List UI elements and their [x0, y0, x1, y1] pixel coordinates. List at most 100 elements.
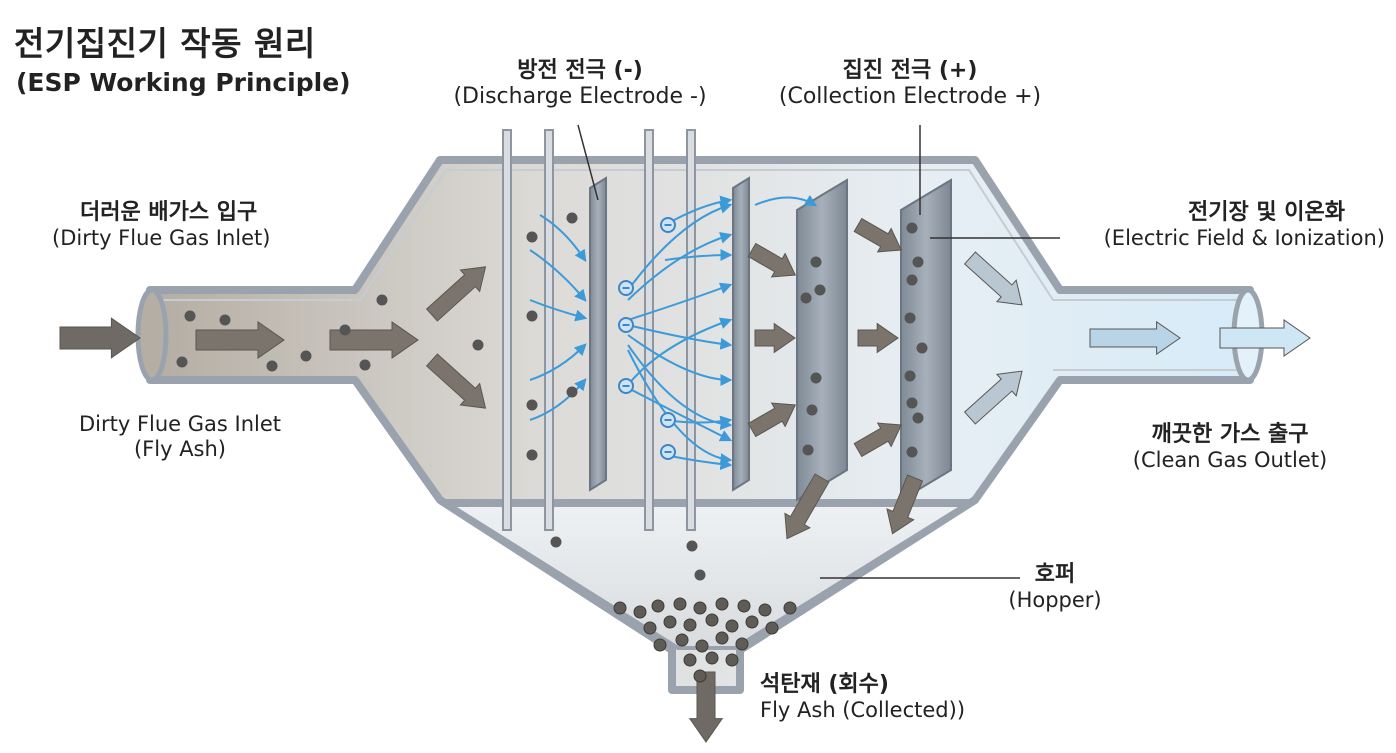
flow-arrow — [1089, 320, 1181, 356]
field-line — [664, 249, 733, 262]
dust-particle — [376, 294, 388, 306]
collected-ash — [675, 633, 689, 647]
field-line — [627, 324, 733, 350]
dust-particle — [912, 256, 924, 268]
outlet-label: 깨끗한 가스 출구 (Clean Gas Outlet) — [1100, 422, 1360, 474]
flow-arrow — [195, 321, 285, 359]
dust-particle — [906, 397, 918, 409]
collected-en: Fly Ash (Collected)) — [760, 698, 966, 723]
collected-ash — [693, 669, 707, 683]
dust-particle — [906, 274, 918, 286]
collected-ash — [725, 619, 739, 633]
flow-arrows — [59, 217, 1311, 743]
flow-arrow — [425, 353, 487, 409]
field-line — [627, 334, 733, 386]
outlet-en: (Clean Gas Outlet) — [1132, 448, 1328, 473]
discharge-wire — [502, 129, 512, 531]
dust-particle — [300, 350, 312, 362]
dust-particle — [904, 370, 916, 382]
collected-ash — [693, 601, 707, 615]
dust-particle — [814, 284, 826, 296]
field-lines — [529, 194, 818, 471]
inlet-secondary-label: Dirty Flue Gas Inlet (Fly Ash) — [50, 412, 310, 462]
flow-arrow — [329, 321, 419, 359]
dust-particle — [694, 569, 706, 581]
collected-ash — [745, 615, 759, 629]
leader-lines — [577, 124, 1060, 579]
field-ko: 전기장 및 이온화 — [1188, 200, 1345, 225]
dust-particle — [359, 359, 371, 371]
outlet-ko: 깨끗한 가스 출구 — [1151, 422, 1309, 447]
dust-particle — [686, 540, 698, 552]
flow-arrow — [857, 322, 899, 354]
collected-ash — [683, 618, 697, 632]
field-line — [529, 249, 587, 302]
field-line — [627, 317, 733, 386]
collected-ash — [653, 638, 667, 652]
dust-particle — [916, 342, 928, 354]
dust-particle — [800, 292, 812, 304]
flow-arrow — [853, 217, 903, 253]
hopper-label: 호퍼 (Hopper) — [990, 562, 1120, 614]
inlet-pipe-rim — [135, 287, 169, 383]
flow-arrow — [59, 317, 141, 359]
discharge-electrode-label: 방전 전극 (-) (Discharge Electrode -) — [440, 58, 720, 111]
hopper-ko: 호퍼 — [1034, 562, 1076, 587]
flow-arrow — [886, 474, 924, 535]
inlet-secondary-line2: (Fly Ash) — [133, 437, 227, 462]
collected-ash — [705, 651, 719, 665]
collection-electrode-label: 집진 전극 (+) (Collection Electrode +) — [760, 58, 1060, 111]
dust-particle — [550, 536, 562, 548]
collected-ash — [633, 605, 647, 619]
dust-particle — [810, 256, 822, 268]
field-line — [529, 299, 588, 322]
dust-particle — [526, 231, 538, 243]
collected-ash — [651, 599, 665, 613]
field-line — [627, 344, 733, 431]
dust-particle — [904, 312, 916, 324]
collected-ash — [715, 631, 729, 645]
field-en: (Electric Field & Ionization) — [1103, 226, 1385, 251]
field-line — [627, 387, 733, 442]
dust-particle — [906, 446, 918, 458]
flow-arrow — [747, 402, 797, 438]
flow-arrow — [784, 473, 830, 540]
electrons — [618, 217, 676, 460]
dust-particle — [339, 324, 351, 336]
discharge-wire — [544, 129, 554, 531]
hopper-en: (Hopper) — [1008, 588, 1102, 613]
flow-arrow — [747, 242, 797, 278]
field-line — [754, 194, 818, 207]
dust-particle — [566, 386, 578, 398]
dust-particle — [526, 449, 538, 461]
flow-arrow — [425, 266, 487, 322]
collection-plate — [589, 176, 607, 492]
discharge-electrode-ko: 방전 전극 (-) — [517, 58, 643, 83]
collected-ash — [663, 615, 677, 629]
dust-particle — [219, 314, 231, 326]
dust-particle — [802, 444, 814, 456]
dust-particle — [806, 404, 818, 416]
flow-arrow — [1219, 319, 1311, 357]
collected-ko: 석탄재 (회수) — [760, 672, 889, 697]
inlet-en: (Dirty Flue Gas Inlet) — [52, 226, 271, 251]
collection-electrode-ko: 집진 전극 (+) — [842, 58, 978, 83]
collected-label: 석탄재 (회수) Fly Ash (Collected)) — [760, 672, 965, 724]
discharge-wire — [686, 129, 696, 531]
field-line — [529, 343, 587, 381]
field-line — [627, 282, 733, 321]
flow-arrow — [853, 422, 903, 458]
collected-ash — [758, 603, 772, 617]
collected-ash — [683, 653, 697, 667]
collected-ash — [695, 639, 709, 653]
collection-plate — [732, 176, 750, 492]
field-line — [627, 202, 733, 291]
dust-particle — [526, 399, 538, 411]
field-line — [529, 378, 587, 421]
dust-particle — [810, 372, 822, 384]
collection-electrode-en: (Collection Electrode +) — [778, 84, 1042, 110]
hopper — [443, 503, 973, 650]
collected-ash — [737, 599, 751, 613]
leader-discharge — [577, 124, 599, 201]
